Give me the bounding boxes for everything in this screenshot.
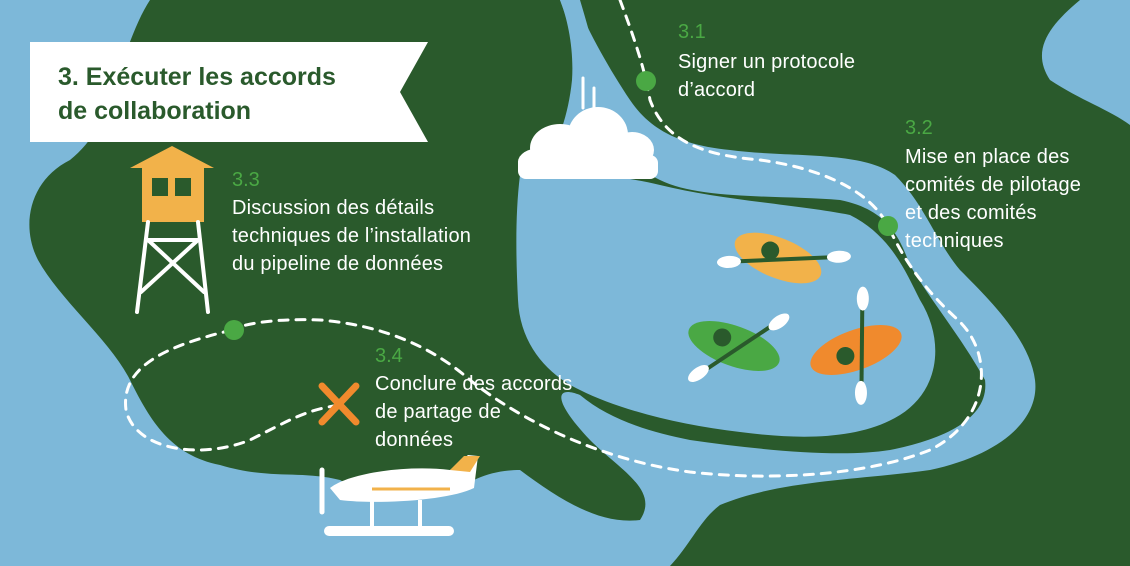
x-mark-icon xyxy=(318,382,360,426)
route-path xyxy=(230,0,983,478)
kayak-icon xyxy=(810,286,902,405)
step-3-4-line-3: données xyxy=(375,429,454,451)
step-3-1-label: Signer un protocole d’accord xyxy=(678,48,918,104)
step-3-1-line-2: d’accord xyxy=(678,79,756,101)
step-3-3-number: 3.3 xyxy=(232,169,260,191)
step-3-2-line-4: techniques xyxy=(905,230,1004,252)
step-3-4-line-2: de partage de xyxy=(375,401,502,423)
title-banner xyxy=(30,42,428,142)
step-3-4-number: 3.4 xyxy=(375,345,403,367)
page-title: 3. Exécuter les accords de collaboration xyxy=(58,60,378,128)
cloud-icon xyxy=(518,107,658,179)
step-3-2-line-1: Mise en place des xyxy=(905,146,1070,168)
land-mass-east xyxy=(575,0,1130,566)
step-3-3-line-2: techniques de l’installation xyxy=(232,225,472,247)
step-3-2-marker xyxy=(878,216,898,236)
step-3-2-line-2: comités de pilotage xyxy=(905,174,1082,196)
step-3-2-number: 3.2 xyxy=(905,117,933,139)
watchtower-icon xyxy=(130,146,214,314)
step-3-2-label: Mise en place des comités de pilotage et… xyxy=(905,143,1125,255)
kayak-icon xyxy=(716,232,851,284)
step-3-3-line-3: du pipeline de données xyxy=(232,253,444,275)
page-title-line-2: de collaboration xyxy=(58,97,252,125)
kayak-icon xyxy=(688,313,790,382)
route-path-loop xyxy=(124,328,342,452)
step-3-1-line-1: Signer un protocole xyxy=(678,51,856,73)
step-3-3-marker xyxy=(224,320,244,340)
step-3-4-label: Conclure des accords de partage de donné… xyxy=(375,370,615,454)
step-3-4-line-1: Conclure des accords xyxy=(375,373,573,395)
step-3-2-line-3: et des comités xyxy=(905,202,1037,224)
page-title-line-1: 3. Exécuter les accords xyxy=(58,63,336,91)
step-3-1-marker xyxy=(636,71,656,91)
step-3-1-number: 3.1 xyxy=(678,21,706,43)
step-3-3-label: Discussion des détails techniques de l’i… xyxy=(232,194,532,278)
step-3-3-line-1: Discussion des détails xyxy=(232,197,435,219)
seaplane-icon xyxy=(319,455,480,536)
